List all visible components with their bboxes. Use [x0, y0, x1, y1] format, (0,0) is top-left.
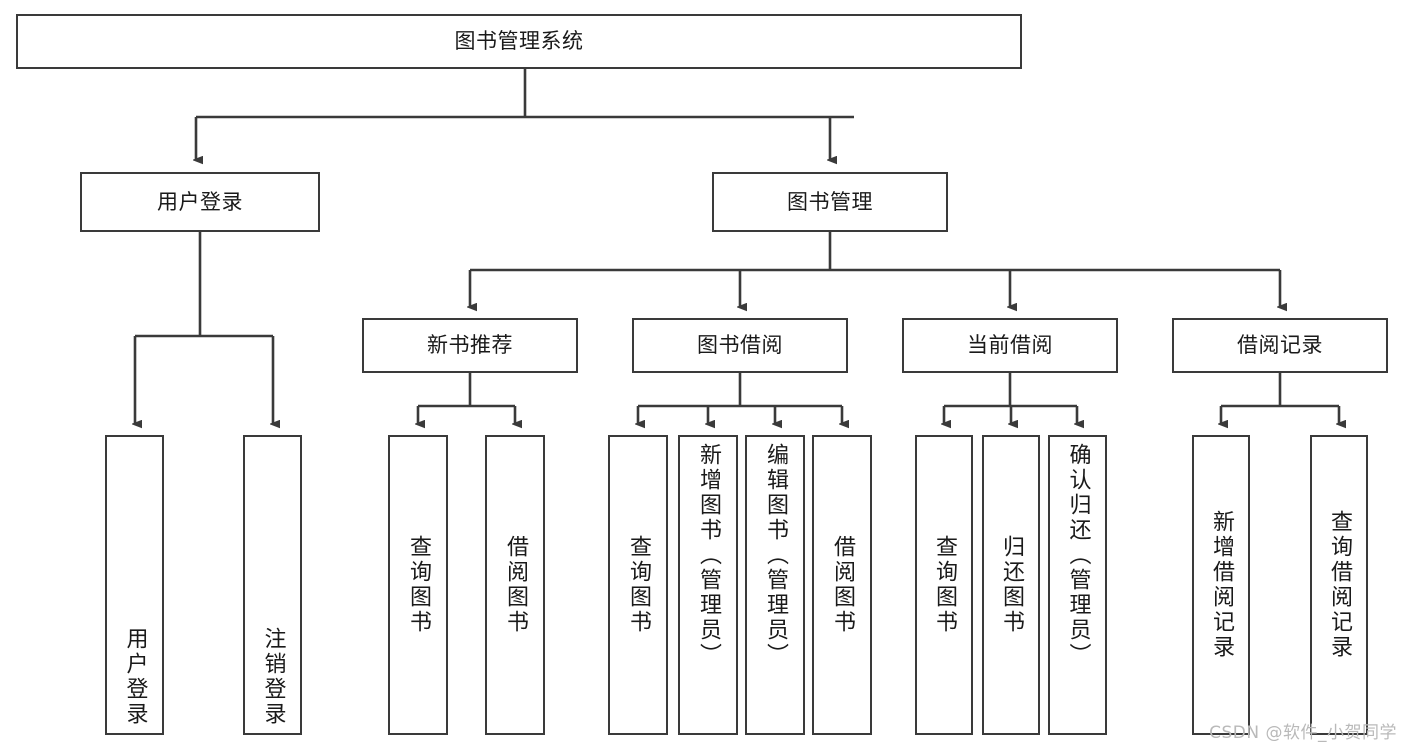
node-leaf-cur-query-book[interactable]: 查询图书	[915, 435, 973, 735]
node-current-borrow-label: 当前借阅	[967, 333, 1053, 358]
node-leaf-query-borrow-record-label: 查询借阅记录	[1327, 510, 1352, 660]
node-leaf-add-borrow-record[interactable]: 新增借阅记录	[1192, 435, 1250, 735]
node-leaf-edit-book-admin[interactable]: 编辑图书（管理员）	[745, 435, 805, 735]
node-book-borrow-label: 图书借阅	[697, 333, 783, 358]
node-leaf-rec-query-book-label: 查询图书	[406, 535, 431, 635]
node-new-book-rec[interactable]: 新书推荐	[362, 318, 578, 373]
node-leaf-confirm-return-admin[interactable]: 确认归还（管理员）	[1048, 435, 1107, 735]
node-leaf-confirm-return-admin-label: 确认归还（管理员）	[1065, 443, 1091, 668]
node-leaf-rec-borrow-book-label: 借阅图书	[503, 535, 528, 635]
node-leaf-return-book[interactable]: 归还图书	[982, 435, 1040, 735]
node-borrow-record[interactable]: 借阅记录	[1172, 318, 1388, 373]
node-root-label: 图书管理系统	[454, 29, 584, 54]
node-leaf-rec-borrow-book[interactable]: 借阅图书	[485, 435, 545, 735]
node-user-login-label: 用户登录	[157, 189, 243, 214]
node-book-manage[interactable]: 图书管理	[712, 172, 948, 232]
node-leaf-borrow-book-label: 借阅图书	[830, 535, 855, 635]
node-leaf-borrow-query-book-label: 查询图书	[626, 535, 651, 635]
node-leaf-add-book-admin[interactable]: 新增图书（管理员）	[678, 435, 738, 735]
node-leaf-borrow-book[interactable]: 借阅图书	[812, 435, 872, 735]
node-root[interactable]: 图书管理系统	[16, 14, 1022, 69]
node-leaf-user-login[interactable]: 用户登录	[105, 435, 164, 735]
node-book-borrow[interactable]: 图书借阅	[632, 318, 848, 373]
node-leaf-return-book-label: 归还图书	[999, 535, 1024, 635]
node-leaf-add-book-admin-label: 新增图书（管理员）	[696, 443, 721, 668]
node-leaf-logout[interactable]: 注销登录	[243, 435, 302, 735]
node-leaf-cur-query-book-label: 查询图书	[932, 535, 957, 635]
node-book-manage-label: 图书管理	[787, 189, 873, 214]
node-leaf-edit-book-admin-label: 编辑图书（管理员）	[763, 443, 788, 668]
node-leaf-rec-query-book[interactable]: 查询图书	[388, 435, 448, 735]
node-leaf-add-borrow-record-label: 新增借阅记录	[1209, 510, 1234, 660]
node-new-book-rec-label: 新书推荐	[427, 333, 513, 358]
node-current-borrow[interactable]: 当前借阅	[902, 318, 1118, 373]
node-borrow-record-label: 借阅记录	[1237, 333, 1323, 358]
node-leaf-user-login-label: 用户登录	[122, 627, 148, 727]
node-user-login[interactable]: 用户登录	[80, 172, 320, 232]
node-leaf-logout-label: 注销登录	[260, 627, 286, 727]
node-leaf-borrow-query-book[interactable]: 查询图书	[608, 435, 668, 735]
node-leaf-query-borrow-record[interactable]: 查询借阅记录	[1310, 435, 1368, 735]
